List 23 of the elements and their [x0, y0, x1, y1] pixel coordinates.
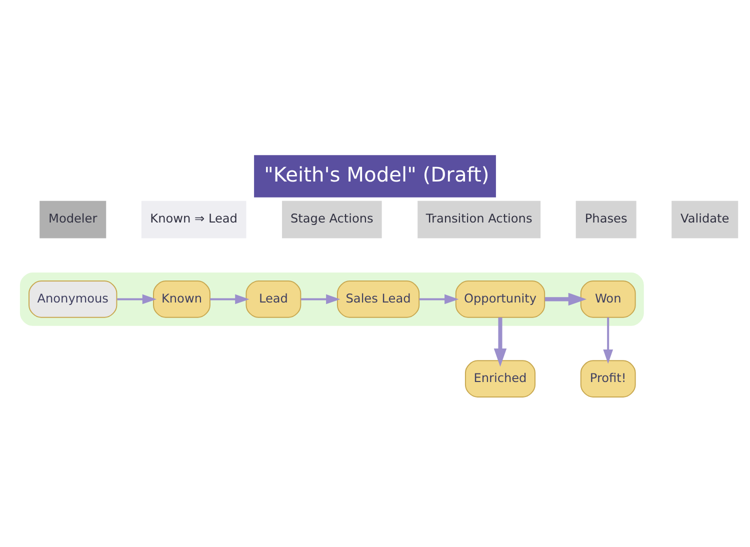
arrow — [603, 316, 614, 364]
arrow — [300, 294, 340, 304]
node-box: Anonymous — [28, 280, 118, 318]
arrow — [544, 292, 587, 306]
cluster — [20, 272, 644, 326]
label: Stage Actions — [290, 211, 374, 226]
node-box: Profit! — [580, 360, 636, 397]
label: Transition Actions — [426, 211, 532, 226]
node-box: Sales Lead — [336, 280, 420, 318]
node-box: Lead — [246, 280, 302, 318]
label: Validate — [680, 211, 730, 226]
arrow — [210, 294, 250, 304]
node-box: Won — [580, 280, 636, 318]
arrow — [419, 294, 459, 304]
label: Phases — [584, 211, 628, 226]
node-box: Known — [153, 280, 210, 318]
node-box: Opportunity — [455, 280, 546, 318]
label: Modeler — [48, 211, 98, 226]
arrow — [117, 294, 156, 304]
label: Known ⇒ Lead — [150, 211, 238, 226]
diagram-title: "Keith's Model" (Draft) — [264, 162, 490, 186]
node-box: Enriched — [464, 360, 536, 397]
arrow — [494, 316, 507, 366]
